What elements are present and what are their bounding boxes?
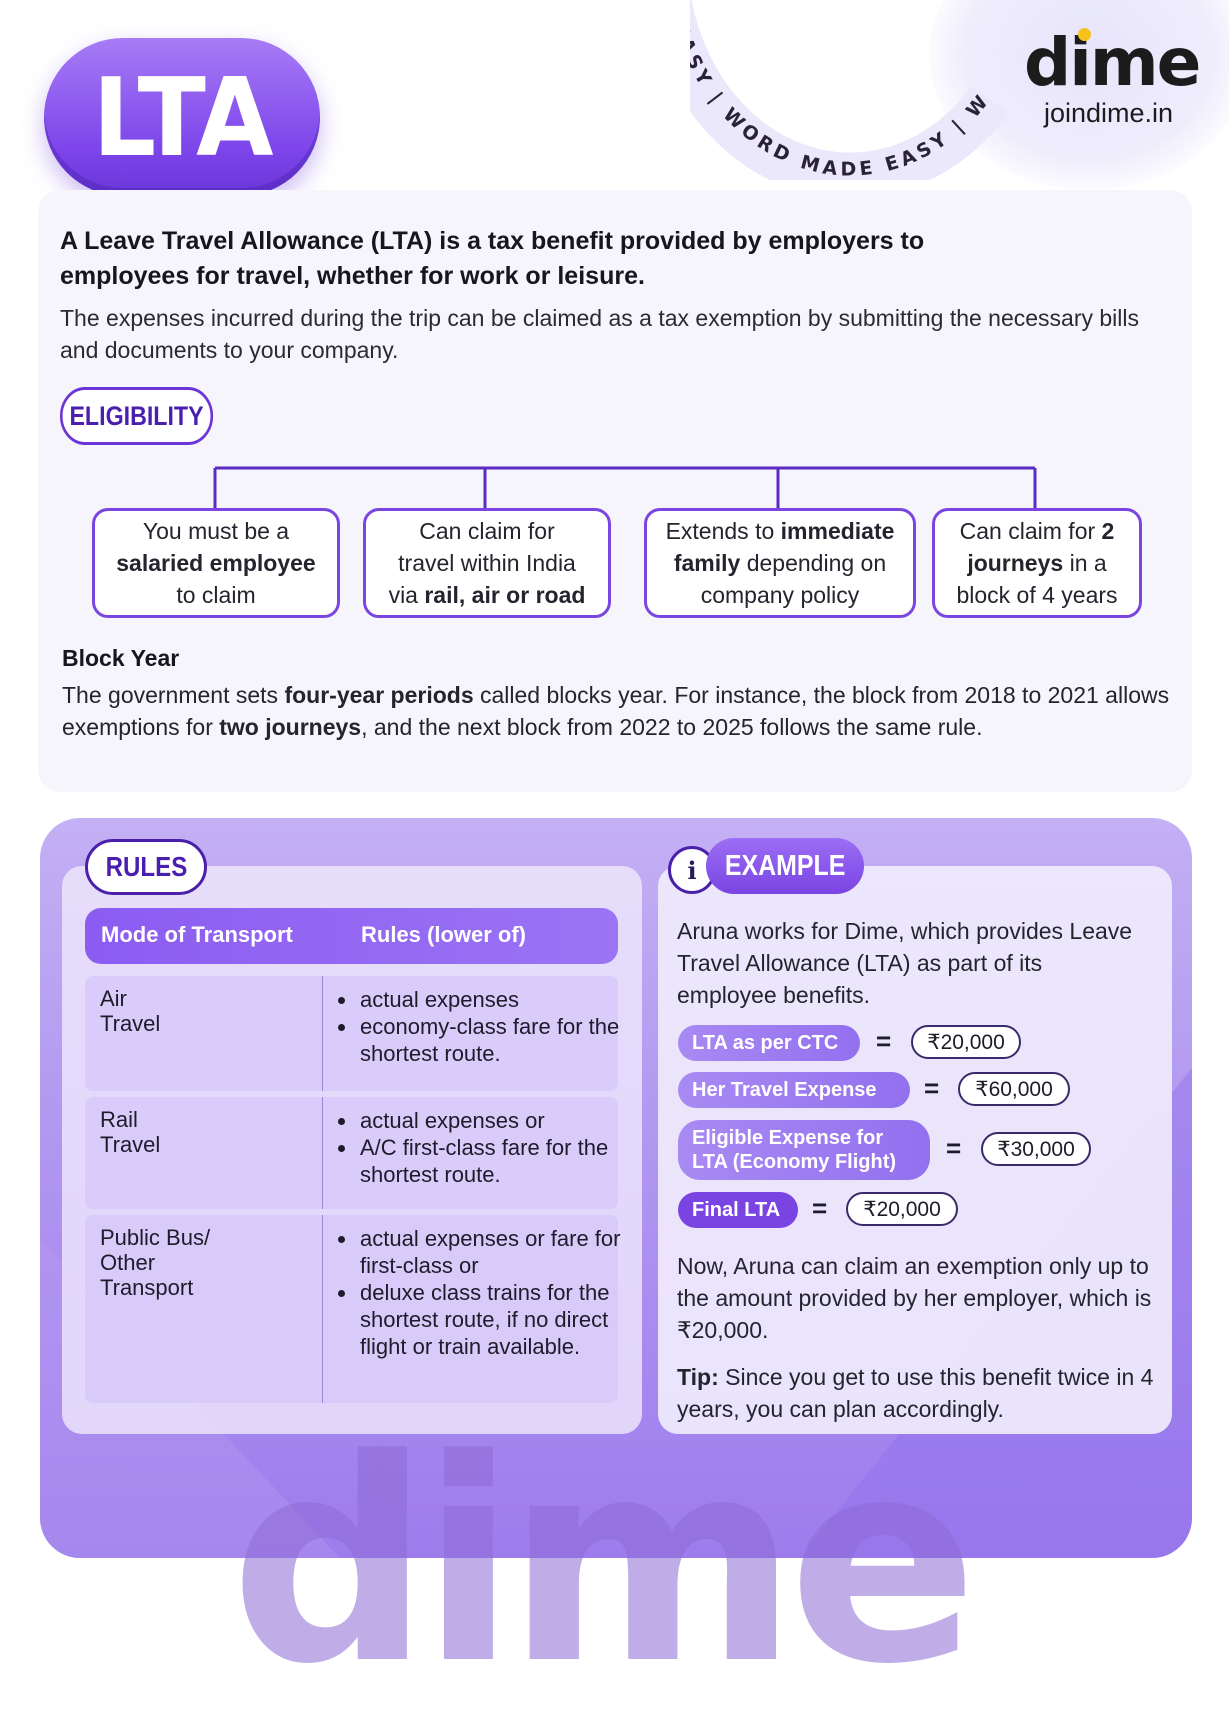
- example-tip: Tip: Since you get to use this benefit t…: [677, 1364, 1154, 1422]
- eligibility-item-family: Extends to immediate family depending on…: [644, 508, 916, 618]
- dime-watermark: dime: [230, 1400, 978, 1726]
- block-year-title: Block Year: [62, 645, 180, 671]
- row-rules: actual expenses or A/C first-class fare …: [336, 1107, 633, 1188]
- example-intro: Aruna works for Dime, which provides Lea…: [677, 918, 1133, 1008]
- block-year-text: The government sets four-year periods ca…: [62, 682, 1170, 740]
- chip-final-lta: Final LTA: [678, 1192, 798, 1228]
- equals-sign: =: [924, 1073, 940, 1103]
- equals-sign: =: [946, 1133, 962, 1163]
- header-mode: Mode of Transport: [101, 922, 293, 947]
- amount-lta-ctc: ₹20,000: [911, 1025, 1021, 1059]
- example-label: EXAMPLE: [706, 838, 864, 894]
- tagline-ring: A WORD MADE EASY | WORD MADE EASY | WORD…: [690, 0, 1009, 180]
- header-rules: Rules (lower of): [361, 922, 527, 947]
- site-url: joindime.in: [1044, 98, 1174, 128]
- rules-table-header: Mode of Transport Rules (lower of): [85, 908, 618, 964]
- intro-lead: A Leave Travel Allowance (LTA) is a tax …: [60, 227, 925, 290]
- info-icon: i: [668, 846, 716, 894]
- equals-sign: =: [812, 1193, 828, 1223]
- eligibility-label: ELIGIBILITY: [60, 387, 214, 445]
- row-rules: actual expenses economy-class fare for t…: [336, 986, 628, 1067]
- chip-travel-expense: Her Travel Expense: [678, 1072, 910, 1108]
- row-rules: actual expenses or fare for first-class …: [336, 1225, 633, 1360]
- equals-sign: =: [876, 1026, 892, 1056]
- amount-eligible-expense: ₹30,000: [981, 1132, 1091, 1166]
- chip-lta-ctc: LTA as per CTC: [678, 1025, 860, 1061]
- eligibility-item-journeys: Can claim for 2 journeys in a block of 4…: [932, 508, 1142, 618]
- eligibility-item-salaried: You must be a salaried employee to claim: [92, 508, 340, 618]
- rules-label: RULES: [85, 839, 207, 895]
- logo-dot: [1078, 28, 1091, 41]
- eligibility-panel: [38, 190, 1192, 792]
- lta-badge-text: LTA: [92, 53, 273, 181]
- example-conclusion: Now, Aruna can claim an exemption only u…: [677, 1253, 1152, 1343]
- amount-travel-expense: ₹60,000: [958, 1072, 1070, 1106]
- dime-logo: dime: [1024, 24, 1201, 101]
- intro-detail: The expenses incurred during the trip ca…: [60, 305, 1140, 363]
- lta-badge: LTA: [44, 38, 320, 196]
- eligibility-item-domestic-travel: Can claim for travel within India via ra…: [363, 508, 611, 618]
- amount-final-lta: ₹20,000: [846, 1192, 958, 1226]
